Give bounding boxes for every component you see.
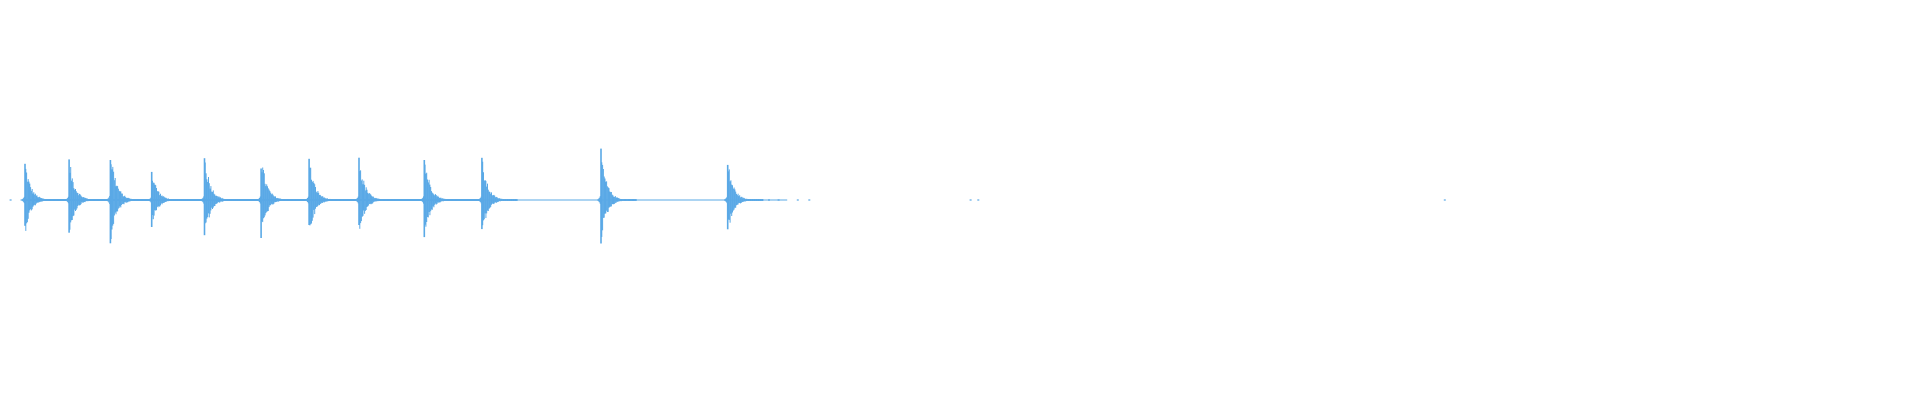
transient-hit [354, 157, 395, 229]
transient-hit [147, 171, 188, 227]
waveform-speck [808, 199, 811, 201]
transient-hit [200, 158, 241, 236]
transient-hit [256, 167, 297, 238]
transient-hit [105, 160, 147, 244]
transient-hit [723, 164, 764, 230]
transient-hit [596, 148, 637, 244]
waveform-speck [1443, 199, 1446, 201]
transient-hit [304, 158, 345, 226]
waveform-speck [9, 199, 12, 201]
waveform-speck [969, 199, 972, 201]
transient-hit [64, 159, 105, 233]
transient-hit [20, 163, 61, 231]
sustain-segment [601, 199, 728, 201]
sustain-segment [481, 199, 601, 201]
waveform-specks [9, 199, 1446, 201]
waveform-speck [796, 199, 799, 201]
waveform-speck [977, 199, 980, 201]
waveform-speck [777, 199, 780, 201]
transient-hit [477, 157, 518, 230]
transient-hit [419, 160, 460, 238]
waveform-transients [20, 148, 764, 244]
waveform-speck [768, 199, 770, 201]
sustain-segment [25, 199, 482, 201]
